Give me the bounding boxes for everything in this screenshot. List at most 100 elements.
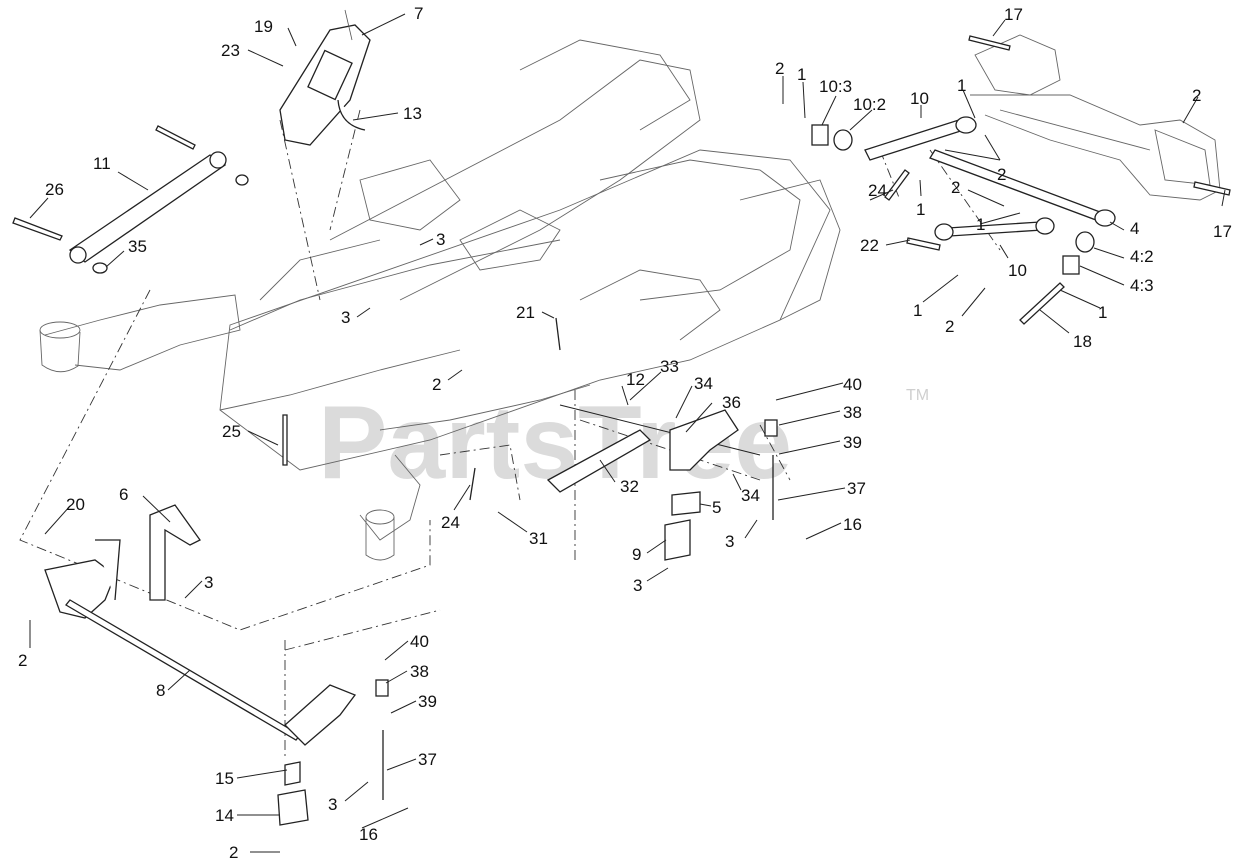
callout-2-g: 2 bbox=[945, 317, 954, 336]
callout-24-a: 24 bbox=[441, 513, 460, 532]
callout-3-d: 3 bbox=[633, 576, 642, 595]
part-14-bracket bbox=[277, 789, 309, 826]
callout-3-b: 3 bbox=[341, 308, 350, 327]
callout-24-b: 24 bbox=[868, 181, 887, 200]
part-35-washer bbox=[92, 262, 108, 274]
callout-38-a: 38 bbox=[843, 403, 862, 422]
callout-26: 26 bbox=[45, 180, 64, 199]
callout-31: 31 bbox=[529, 529, 548, 548]
callout-32: 32 bbox=[620, 477, 639, 496]
callout-labels: 19 7 23 13 11 26 35 3 3 2 21 25 24 31 32… bbox=[18, 4, 1232, 862]
part-washer bbox=[235, 174, 249, 186]
callout-37-b: 37 bbox=[418, 750, 437, 769]
part-17-bolt-top bbox=[968, 35, 1011, 51]
part-9-bracket bbox=[664, 519, 691, 561]
part-25-bolt bbox=[282, 414, 288, 466]
callout-20: 20 bbox=[66, 495, 85, 514]
callout-10-b: 10 bbox=[1008, 261, 1027, 280]
callout-2-f: 2 bbox=[997, 165, 1006, 184]
callout-38-b: 38 bbox=[410, 662, 429, 681]
callout-1-e: 1 bbox=[913, 301, 922, 320]
callout-17-a: 17 bbox=[1004, 5, 1023, 24]
callout-11: 11 bbox=[93, 154, 111, 173]
callout-6: 6 bbox=[119, 485, 128, 504]
callout-1-d: 1 bbox=[976, 215, 985, 234]
callout-2-e: 2 bbox=[775, 59, 784, 78]
callout-12: 12 bbox=[626, 370, 645, 389]
callout-39-b: 39 bbox=[418, 692, 437, 711]
callout-8: 8 bbox=[156, 681, 165, 700]
callout-21: 21 bbox=[516, 303, 535, 322]
part-8-shaft bbox=[65, 599, 301, 741]
callout-9: 9 bbox=[632, 545, 641, 564]
callout-35: 35 bbox=[128, 237, 147, 256]
callout-14: 14 bbox=[215, 806, 234, 825]
callout-40-b: 40 bbox=[410, 632, 429, 651]
part-5-block bbox=[671, 491, 701, 516]
callout-37-a: 37 bbox=[847, 479, 866, 498]
part-22-bolt bbox=[906, 237, 941, 251]
callout-40-a: 40 bbox=[843, 375, 862, 394]
callout-2-d: 2 bbox=[1192, 86, 1201, 105]
callout-25: 25 bbox=[222, 422, 241, 441]
part-38-lower-spacer bbox=[375, 679, 389, 697]
callout-18: 18 bbox=[1073, 332, 1092, 351]
callout-1-f: 1 bbox=[1098, 303, 1107, 322]
part-4-3-bushing bbox=[1062, 255, 1080, 275]
part-bolt bbox=[155, 125, 196, 150]
callout-17-b: 17 bbox=[1213, 222, 1232, 241]
callout-16-a: 16 bbox=[843, 515, 862, 534]
watermark-trademark: TM bbox=[906, 387, 929, 404]
callout-4: 4 bbox=[1130, 219, 1139, 238]
part-15-clip bbox=[284, 761, 301, 786]
callout-2-b: 2 bbox=[18, 651, 27, 670]
part-11-link-bar bbox=[68, 151, 227, 264]
part-7-control-plate bbox=[279, 9, 371, 146]
callout-4-3: 4:3 bbox=[1130, 276, 1154, 295]
callout-33: 33 bbox=[660, 357, 679, 376]
part-26-bolt bbox=[12, 217, 63, 241]
callout-7: 7 bbox=[414, 4, 423, 23]
part-24-pin bbox=[469, 467, 476, 501]
callout-15: 15 bbox=[215, 769, 234, 788]
callout-19: 19 bbox=[254, 17, 273, 36]
part-18-bolt bbox=[1019, 282, 1065, 325]
callout-10-3: 10:3 bbox=[819, 77, 852, 96]
callout-34-a: 34 bbox=[694, 374, 713, 393]
callout-3-a: 3 bbox=[436, 230, 445, 249]
callout-3-e: 3 bbox=[204, 573, 213, 592]
callout-3-f: 3 bbox=[328, 795, 337, 814]
callout-22: 22 bbox=[860, 236, 879, 255]
callout-2-a: 2 bbox=[432, 375, 441, 394]
part-lower-lever bbox=[284, 684, 357, 746]
callout-2-h: 2 bbox=[951, 178, 960, 197]
part-6-bracket bbox=[149, 504, 201, 601]
part-4-2-bushing bbox=[1075, 231, 1095, 253]
callout-39-a: 39 bbox=[843, 433, 862, 452]
callout-2-c: 2 bbox=[229, 843, 238, 862]
part-36-lever bbox=[669, 409, 739, 471]
part-left-lift-assembly bbox=[44, 539, 121, 619]
part-38-spacer bbox=[764, 419, 778, 437]
callout-4-2: 4:2 bbox=[1130, 247, 1154, 266]
callout-1-a: 1 bbox=[797, 65, 806, 84]
callout-1-b: 1 bbox=[957, 76, 966, 95]
leader-lines bbox=[29, 13, 1226, 853]
callout-13: 13 bbox=[403, 104, 422, 123]
callout-36: 36 bbox=[722, 393, 741, 412]
part-10-3-bushing bbox=[811, 124, 829, 146]
part-32-spring bbox=[546, 404, 761, 493]
main-frame bbox=[39, 34, 1221, 561]
callout-1-c: 1 bbox=[916, 200, 925, 219]
callout-10-a: 10 bbox=[910, 89, 929, 108]
callout-10-2: 10:2 bbox=[853, 95, 886, 114]
part-17-bolt-right bbox=[1193, 181, 1231, 196]
callout-3-c: 3 bbox=[725, 532, 734, 551]
callout-34-b: 34 bbox=[741, 486, 760, 505]
part-10-2-bushing bbox=[833, 129, 853, 151]
part-24-bolt bbox=[884, 169, 910, 201]
callout-5: 5 bbox=[712, 498, 721, 517]
callout-16-b: 16 bbox=[359, 825, 378, 844]
part-rear-links bbox=[864, 116, 1116, 241]
